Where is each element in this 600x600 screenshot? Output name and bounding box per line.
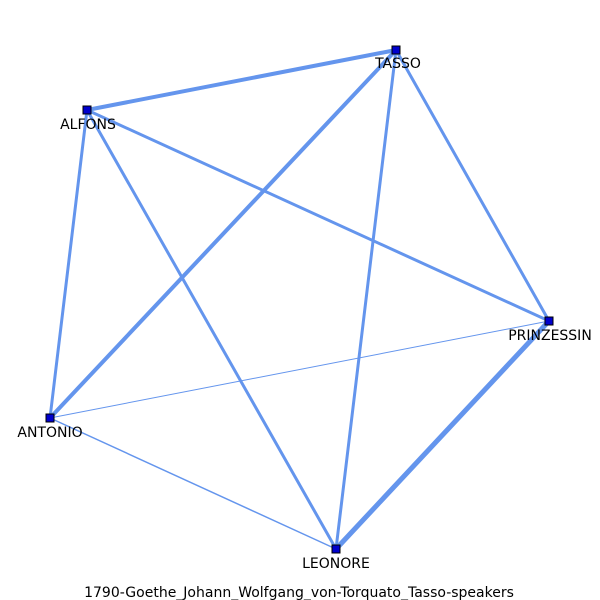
node-prinzessin — [544, 316, 554, 326]
edge-tasso-leonore — [334, 48, 398, 551]
edge-prinzessin-antonio — [49, 320, 550, 419]
node-label-alfons: ALFONS — [60, 117, 116, 133]
edge-alfons-prinzessin — [85, 108, 551, 323]
node-label-leonore: LEONORE — [302, 556, 370, 572]
edge-tasso-alfons — [85, 48, 398, 112]
edge-antonio-leonore — [49, 417, 337, 550]
node-label-antonio: ANTONIO — [17, 425, 82, 441]
node-tasso — [391, 45, 401, 55]
node-label-prinzessin: PRINZESSIN — [508, 328, 592, 344]
node-antonio — [45, 413, 55, 423]
node-leonore — [331, 544, 341, 554]
edge-alfons-antonio — [48, 108, 89, 420]
edge-prinzessin-leonore — [333, 318, 552, 552]
edge-alfons-leonore — [85, 108, 338, 551]
edge-tasso-antonio — [48, 48, 398, 420]
node-alfons — [82, 105, 92, 115]
nodes-layer — [45, 45, 554, 554]
edge-tasso-prinzessin — [394, 48, 551, 323]
node-label-tasso: TASSO — [374, 56, 421, 72]
labels-layer: TASSO ALFONS PRINZESSIN ANTONIO LEONORE — [17, 56, 591, 572]
graph-caption: 1790-Goethe_Johann_Wolfgang_von-Torquato… — [84, 585, 514, 600]
edges-layer — [48, 48, 552, 552]
